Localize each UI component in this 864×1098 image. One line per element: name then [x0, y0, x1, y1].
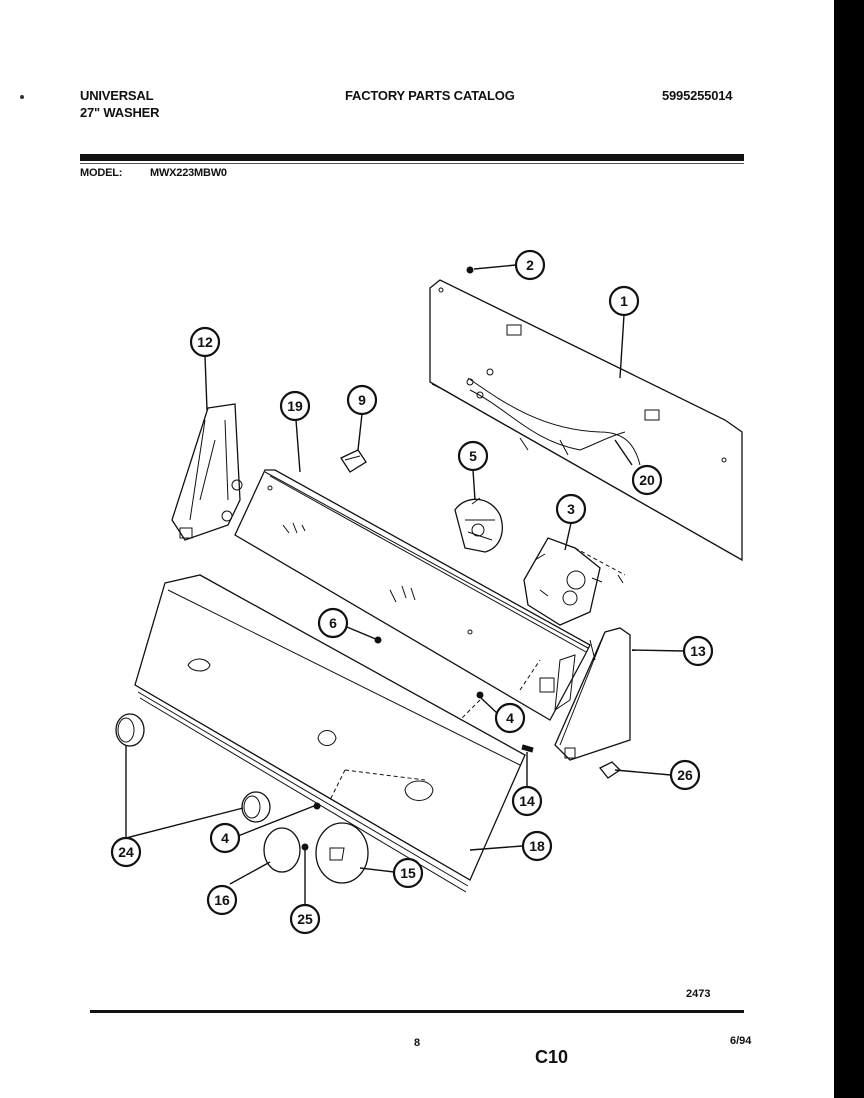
diagram-code: 2473 [686, 988, 711, 1000]
part-control-panel [134, 574, 541, 893]
svg-text:4: 4 [221, 830, 229, 846]
callout-19: 19 [279, 390, 311, 422]
leader-lines [125, 314, 685, 905]
svg-text:18: 18 [529, 838, 545, 854]
model-number: MWX223MBW0 [150, 167, 227, 179]
part-screw-14 [521, 744, 534, 753]
model-label: MODEL: [80, 167, 123, 179]
callout-16: 16 [206, 884, 238, 916]
part-end-cap [554, 627, 631, 761]
svg-text:14: 14 [519, 793, 535, 809]
svg-text:1: 1 [620, 293, 628, 309]
svg-text:2: 2 [526, 257, 534, 273]
part-knobs [115, 713, 369, 884]
svg-text:13: 13 [690, 643, 706, 659]
callout-13: 13 [682, 635, 714, 667]
exploded-parts-diagram: 2 1 12 19 9 5 20 3 6 13 4 24 14 26 4 18 … [110, 249, 743, 935]
part-console-panel [234, 469, 591, 721]
callout-25: 25 [289, 903, 321, 935]
part-rear-panel [429, 279, 743, 562]
header-rule [80, 154, 744, 161]
svg-text:20: 20 [639, 472, 655, 488]
print-date: 6/94 [730, 1035, 752, 1047]
callout-4-lower: 4 [209, 822, 241, 854]
callout-12: 12 [189, 326, 221, 358]
page-number: 8 [414, 1037, 421, 1049]
callout-15: 15 [392, 857, 424, 889]
callout-2: 2 [514, 249, 546, 281]
callout-24: 24 [110, 836, 142, 868]
part-screw [466, 264, 517, 274]
svg-text:19: 19 [287, 398, 303, 414]
catalog-sheet: UNIVERSAL 27" WASHER FACTORY PARTS CATAL… [0, 0, 834, 1098]
brand-name: UNIVERSAL [80, 88, 154, 103]
svg-text:3: 3 [567, 501, 575, 517]
callout-6: 6 [317, 607, 349, 639]
callout-18: 18 [521, 830, 553, 862]
callout-26: 26 [669, 759, 701, 791]
svg-text:9: 9 [358, 392, 366, 408]
svg-text:15: 15 [400, 865, 416, 881]
callout-5: 5 [457, 440, 489, 472]
svg-text:16: 16 [214, 892, 230, 908]
section-code: C10 [535, 1047, 569, 1067]
svg-text:24: 24 [118, 844, 134, 860]
callout-14: 14 [511, 785, 543, 817]
callout-4-upper: 4 [494, 702, 526, 734]
svg-text:12: 12 [197, 334, 213, 350]
document-number: 5995255014 [662, 88, 733, 103]
part-bracket [171, 403, 243, 541]
part-small-switch [340, 449, 367, 473]
callout-1: 1 [608, 285, 640, 317]
header-rule-thin [80, 163, 744, 164]
footer-rule [90, 1010, 744, 1013]
svg-text:5: 5 [469, 448, 477, 464]
callout-20: 20 [631, 464, 663, 496]
scan-speck [20, 95, 24, 99]
catalog-title: FACTORY PARTS CATALOG [345, 88, 515, 103]
svg-text:26: 26 [677, 767, 693, 783]
product-name: 27" WASHER [80, 105, 160, 120]
svg-text:4: 4 [506, 710, 514, 726]
svg-text:25: 25 [297, 911, 313, 927]
part-timer [454, 497, 503, 553]
callout-9: 9 [346, 384, 378, 416]
part-switch-assembly [523, 537, 626, 626]
callout-3: 3 [555, 493, 587, 525]
svg-text:6: 6 [329, 615, 337, 631]
